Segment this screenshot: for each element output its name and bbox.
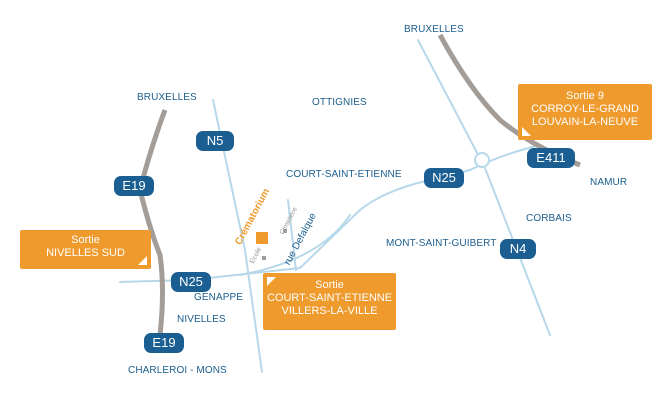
place-namur: NAMUR: [590, 177, 628, 188]
exit-label: Sortie 9: [566, 90, 604, 102]
place-ottignies: OTTIGNIES: [312, 97, 367, 108]
road-shield-n25-east: N25: [424, 168, 464, 188]
exit-label: Sortie: [315, 279, 344, 291]
exit-corner-icon: [267, 277, 276, 286]
road-shield-e19-top: E19: [114, 176, 154, 196]
exit-destination: NIVELLES SUD: [46, 247, 125, 259]
road-shield-e19-bottom: E19: [144, 333, 184, 353]
road-shield-n4: N4: [500, 239, 536, 259]
road-shield-n5: N5: [196, 131, 234, 151]
motorway-e19: [137, 109, 168, 336]
place-court-saint-etienne: COURT-SAINT-ETIENNE: [286, 169, 402, 180]
exit-destination-1: COURT-SAINT-ETIENNE: [266, 292, 393, 304]
road-shield-e411: E411: [527, 148, 575, 168]
place-bruxelles-west: BRUXELLES: [137, 92, 197, 103]
crematorium-marker: [256, 232, 268, 244]
exit-corner-icon: [522, 127, 531, 136]
exit-destination-1: CORROY-LE-GRAND: [531, 103, 639, 115]
exit-box-court-villers: Sortie COURT-SAINT-ETIENNE VILLERS-LA-VI…: [263, 273, 396, 330]
place-genappe: GENAPPE: [194, 292, 244, 303]
exit-corner-icon: [138, 256, 147, 265]
ecole-marker: [262, 256, 266, 260]
cimetiere-marker: [283, 229, 287, 233]
exit-box-nivelles-sud: Sortie NIVELLES SUD: [20, 230, 151, 269]
roundabout: [474, 152, 490, 168]
place-bruxelles-east: BRUXELLES: [404, 24, 464, 35]
exit-destination-2: LOUVAIN-LA-NEUVE: [531, 116, 639, 128]
place-corbais: CORBAIS: [526, 213, 572, 224]
exit-destination-2: VILLERS-LA-VILLE: [281, 305, 378, 317]
road-shield-n25-west: N25: [171, 272, 211, 292]
exit-box-corroy-louvain: Sortie 9 CORROY-LE-GRAND LOUVAIN-LA-NEUV…: [518, 84, 652, 140]
place-mont-saint-guibert: MONT-SAINT-GUIBERT: [386, 238, 497, 249]
exit-label: Sortie: [71, 234, 100, 246]
road-local-curve: [239, 214, 351, 276]
place-nivelles: NIVELLES: [177, 314, 226, 325]
place-charleroi-mons: CHARLEROI - MONS: [128, 365, 227, 376]
